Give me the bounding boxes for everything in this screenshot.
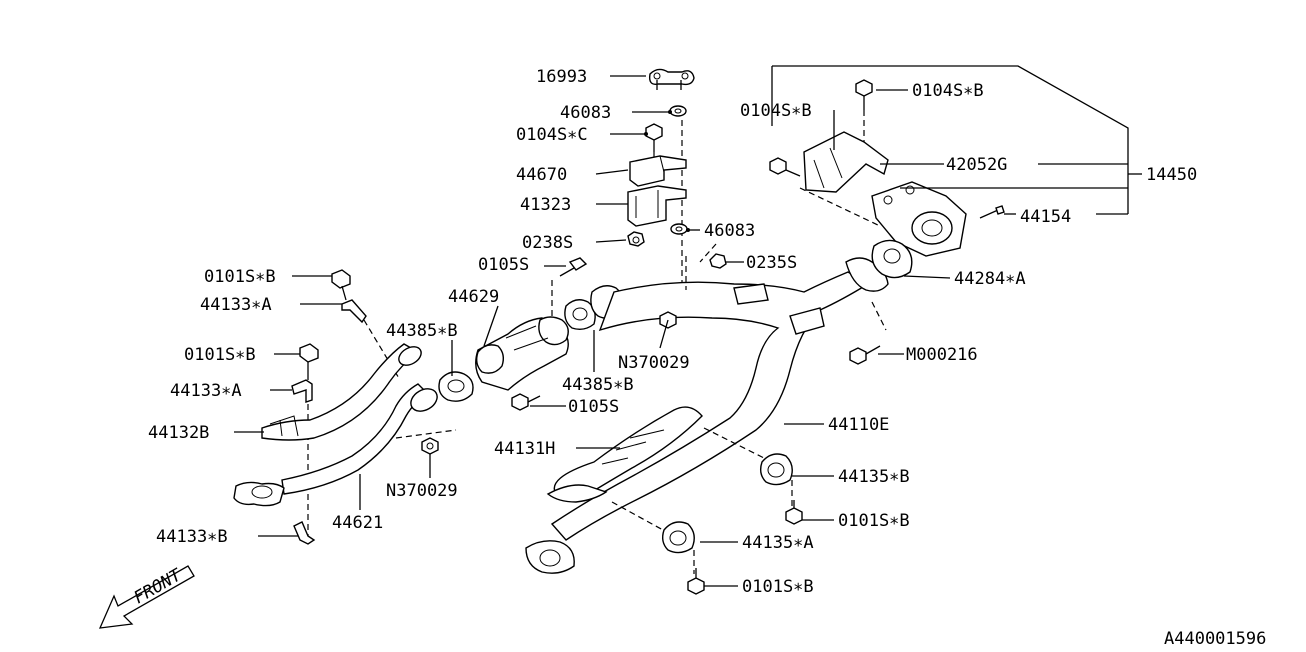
washer-46083-top	[669, 105, 687, 117]
valve-assembly-14450	[871, 181, 967, 257]
label-44621: 44621	[332, 513, 383, 533]
bolt-0101S-B-2	[299, 343, 319, 380]
label-0105S-bot: 0105S	[568, 397, 619, 417]
label-44131H: 44131H	[494, 439, 555, 459]
label-0101S-B-3: 0101S∗B	[838, 511, 910, 531]
gasket-44284-A	[871, 239, 913, 279]
label-42052G: 42052G	[946, 155, 1007, 175]
washer-46083-mid	[670, 223, 688, 235]
bolt-0105S-top	[559, 257, 588, 277]
label-0101S-B-1: 0101S∗B	[204, 267, 276, 287]
label-N370029-1: N370029	[618, 353, 690, 373]
label-41323: 41323	[520, 195, 571, 215]
part-illustrations	[233, 65, 1129, 595]
nut-N370029-lower	[421, 437, 439, 455]
label-16993: 16993	[536, 67, 587, 87]
front-pipe-44621	[233, 383, 438, 507]
gasket-44385-B-1	[438, 371, 474, 402]
bolt-0101S-B-4	[687, 568, 705, 595]
nut-0235S	[709, 253, 727, 269]
label-44385-B-2: 44385∗B	[562, 375, 634, 395]
label-46083-top: 46083	[560, 103, 611, 123]
clamp-44135-B	[759, 453, 793, 486]
label-N370029-2: N370029	[386, 481, 458, 501]
clamp-44135-A	[661, 521, 695, 554]
label-44135-A: 44135∗A	[742, 533, 814, 553]
label-0101S-B-2: 0101S∗B	[184, 345, 256, 365]
label-0238S: 0238S	[522, 233, 573, 253]
label-44385-B-1: 44385∗B	[386, 321, 458, 341]
insulator-44131H	[546, 406, 703, 503]
front-direction-arrow: FRONT	[98, 565, 195, 629]
label-0104S-B-left: 0104S∗B	[740, 101, 812, 121]
label-44110E: 44110E	[828, 415, 889, 435]
bracket-44133-B	[293, 521, 316, 545]
label-46083-mid: 46083	[704, 221, 755, 241]
label-44133-B: 44133∗B	[156, 527, 228, 547]
label-44135-B: 44135∗B	[838, 467, 910, 487]
part-labels: 16993 46083 0104S∗C 44670 41323 0238S 46…	[148, 67, 1197, 597]
label-0104S-C: 0104S∗C	[516, 125, 588, 145]
label-0101S-B-4: 0101S∗B	[742, 577, 814, 597]
label-44133-A-1: 44133∗A	[200, 295, 272, 315]
damper-41323	[627, 185, 687, 227]
front-label: FRONT	[131, 565, 187, 609]
bracket-44133-A-1	[341, 299, 367, 324]
bracket-16993	[648, 68, 695, 90]
bolt-0101S-B-3	[785, 500, 803, 525]
label-0104S-B-right: 0104S∗B	[912, 81, 984, 101]
label-44133-A-2: 44133∗A	[170, 381, 242, 401]
label-44670: 44670	[516, 165, 567, 185]
catalog-code: A440001596	[1164, 629, 1266, 649]
gasket-44385-B-2	[564, 299, 596, 331]
nut-0238S	[627, 231, 645, 247]
hanger-44670	[629, 155, 687, 187]
front-pipe-44132B	[261, 343, 422, 441]
bolt-0104S-B-left	[769, 157, 801, 177]
bolt-0101S-B-1	[331, 269, 351, 301]
label-14450: 14450	[1146, 165, 1197, 185]
label-44284-A: 44284∗A	[954, 269, 1026, 289]
label-M000216: M000216	[906, 345, 978, 365]
bolt-M000216	[849, 345, 881, 365]
label-44154: 44154	[1020, 207, 1071, 227]
bolt-44154	[979, 205, 1005, 219]
cover-42052G	[803, 131, 889, 193]
label-0105S-top: 0105S	[478, 255, 529, 275]
converter-44629	[475, 316, 569, 391]
bracket-44133-A-2	[291, 379, 313, 403]
label-0235S: 0235S	[746, 253, 797, 273]
bolt-0104S-C	[645, 123, 663, 152]
label-44132B: 44132B	[148, 423, 209, 443]
bolt-0104S-B-right	[855, 79, 873, 110]
center-pipe-44110E	[525, 257, 889, 574]
label-44629: 44629	[448, 287, 499, 307]
leader-lines	[234, 75, 1142, 587]
bolt-0105S-lower	[511, 393, 541, 411]
